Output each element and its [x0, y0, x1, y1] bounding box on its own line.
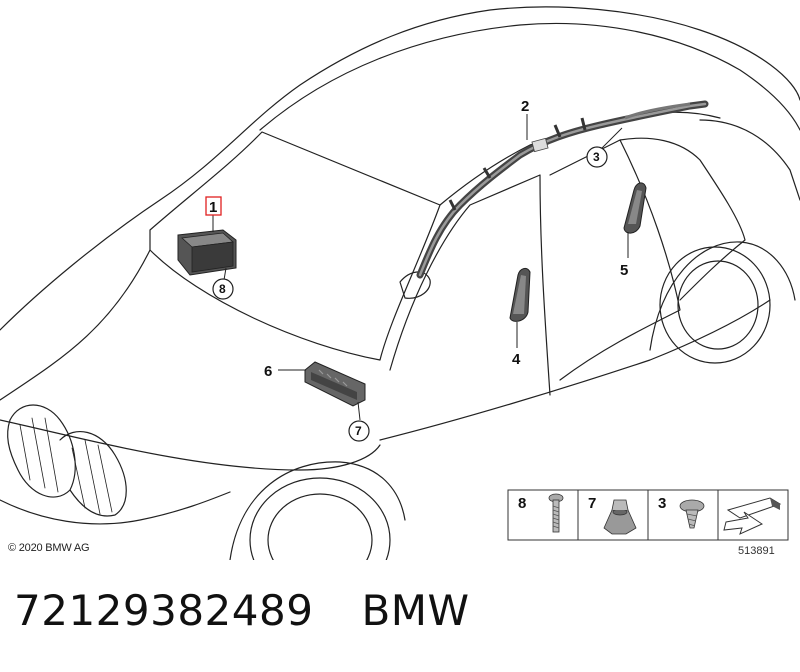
kidney-grille-left	[7, 404, 76, 498]
a-pillar	[439, 111, 721, 206]
part-caption: 72129382489 BMW	[14, 586, 470, 635]
legend-number-7: 7	[588, 495, 596, 512]
callout-8[interactable]: 8	[219, 282, 226, 296]
rear-wheel	[659, 246, 771, 364]
airbag-parts-diagram: 1 2 4 5 6 3 7 8 8 7 3	[0, 6, 800, 560]
rear-door	[549, 139, 681, 381]
screw-icon	[679, 499, 705, 529]
kidney-grille-right	[59, 431, 127, 517]
front-wheel	[249, 477, 391, 560]
front-door	[389, 174, 551, 396]
rear-wheel-arch	[649, 241, 796, 351]
front-fender	[0, 419, 381, 471]
legend-number-8: 8	[518, 495, 526, 512]
grille-bars	[19, 417, 113, 515]
part-2-curtain-airbag	[416, 100, 709, 279]
arrow-icon	[723, 497, 782, 535]
rear-wheel-rim	[677, 260, 759, 350]
rear-window	[619, 137, 746, 301]
legend-number-3: 3	[658, 495, 666, 512]
callout-7[interactable]: 7	[355, 424, 362, 438]
callout-5[interactable]: 5	[620, 262, 628, 279]
callout-4[interactable]: 4	[512, 351, 521, 368]
part-1-passenger-airbag	[177, 229, 237, 276]
part-6-knee-airbag	[304, 361, 366, 407]
fastener-legend: 8 7 3	[507, 489, 789, 541]
front-wheel-rim	[267, 493, 373, 560]
callout-3[interactable]: 3	[593, 150, 600, 164]
callout-6[interactable]: 6	[264, 363, 272, 380]
windshield	[149, 131, 441, 361]
roof-line	[259, 22, 800, 131]
bumper-line	[0, 491, 231, 525]
callout-1[interactable]: 1	[209, 199, 217, 216]
drawing-number: 513891	[738, 545, 775, 557]
car-body-outline	[0, 6, 800, 331]
front-wheel-arch	[229, 461, 406, 560]
hood-line	[0, 249, 151, 401]
part-number: 72129382489	[14, 586, 314, 635]
copyright-notice: © 2020 BMW AG	[8, 542, 90, 554]
side-sill	[379, 299, 771, 441]
brand-name: BMW	[361, 586, 470, 635]
callout-2[interactable]: 2	[521, 98, 529, 115]
bolt-icon	[548, 493, 564, 533]
rear-quarter	[699, 119, 800, 201]
mirror	[399, 271, 431, 299]
callout-1-highlight	[205, 196, 222, 216]
nut-icon	[603, 499, 637, 535]
